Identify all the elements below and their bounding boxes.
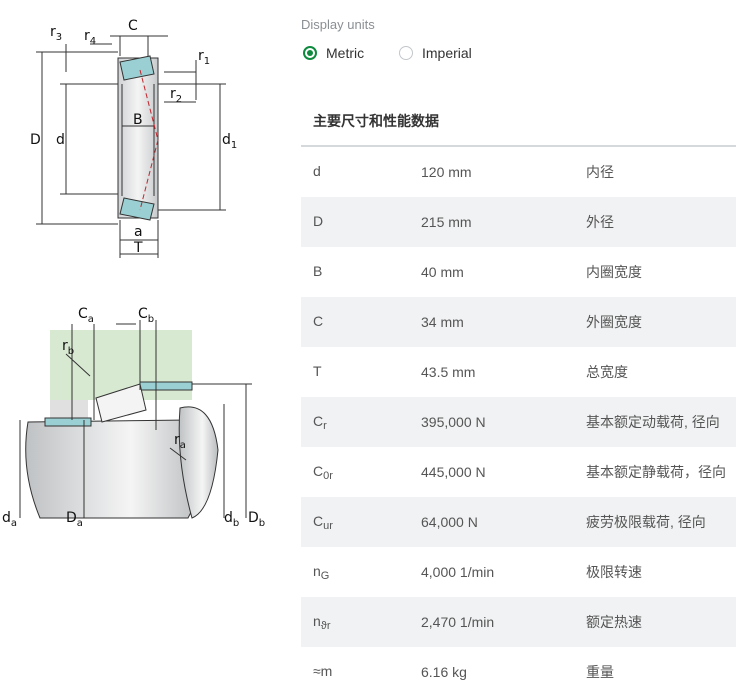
row-description: 内径 xyxy=(586,164,614,180)
row-value: 120 mm xyxy=(421,164,472,180)
table-row: Cur 64,000 N 疲劳极限载荷, 径向 xyxy=(301,497,736,547)
table-row: ≈m 6.16 kg 重量 xyxy=(301,647,736,697)
label-r3: r3 xyxy=(50,24,62,43)
label-Cb: Cb xyxy=(138,306,154,325)
bearing-diagrams: r3 r4 C r1 r2 D d B d1 a T xyxy=(0,0,300,685)
label-D: D xyxy=(30,132,41,148)
table-row: C 34 mm 外圈宽度 xyxy=(301,297,736,347)
label-r4: r4 xyxy=(84,28,96,47)
label-a: a xyxy=(134,224,143,240)
row-value: 395,000 N xyxy=(421,414,486,430)
row-symbol: Cur xyxy=(313,512,333,532)
label-db: db xyxy=(224,510,239,529)
row-symbol: nϑr xyxy=(313,612,331,632)
row-description: 额定热速 xyxy=(586,614,642,630)
row-symbol: C xyxy=(313,312,324,329)
row-description: 重量 xyxy=(586,664,614,680)
table-title: 主要尺寸和性能数据 xyxy=(313,113,439,129)
row-symbol: C0r xyxy=(313,462,333,482)
table-row: C0r 445,000 N 基本额定静载荷，径向 xyxy=(301,447,736,497)
row-value: 34 mm xyxy=(421,314,464,330)
label-C: C xyxy=(128,18,138,34)
table-row: Cr 395,000 N 基本额定动载荷, 径向 xyxy=(301,397,736,447)
display-units-title: Display units xyxy=(301,17,375,32)
row-description: 疲劳极限载荷, 径向 xyxy=(586,514,706,530)
row-symbol: d xyxy=(313,162,321,179)
radio-imperial-label: Imperial xyxy=(422,45,472,61)
row-description: 内圈宽度 xyxy=(586,264,642,280)
table-row: d 120 mm 内径 xyxy=(301,147,736,197)
row-symbol: D xyxy=(313,212,324,229)
table-row: B 40 mm 内圈宽度 xyxy=(301,247,736,297)
row-description: 极限转速 xyxy=(586,564,642,580)
row-value: 445,000 N xyxy=(421,464,486,480)
row-description: 总宽度 xyxy=(586,364,628,380)
radio-metric-label: Metric xyxy=(326,45,365,61)
row-description: 基本额定动载荷, 径向 xyxy=(586,414,720,430)
table-row: D 215 mm 外径 xyxy=(301,197,736,247)
product-data-panel: Display units Metric Imperial 主要尺寸和性能数据 … xyxy=(301,0,736,685)
radio-imperial[interactable]: Imperial xyxy=(399,45,472,61)
label-da: da xyxy=(2,510,17,529)
label-B: B xyxy=(133,112,143,128)
table-row: nG 4,000 1/min 极限转速 xyxy=(301,547,736,597)
row-symbol: nG xyxy=(313,562,330,582)
mounting-dimension-drawing: Ca Cb rb ra da Da db Db xyxy=(2,306,265,529)
row-description: 外径 xyxy=(586,214,614,230)
label-d: d xyxy=(56,132,65,148)
row-description: 外圈宽度 xyxy=(586,314,642,330)
label-Da: Da xyxy=(66,510,83,529)
row-value: 6.16 kg xyxy=(421,664,467,680)
row-symbol: B xyxy=(313,262,323,279)
label-r1: r1 xyxy=(198,48,210,67)
row-value: 4,000 1/min xyxy=(421,564,495,580)
row-value: 215 mm xyxy=(421,214,472,230)
table-row: nϑr 2,470 1/min 额定热速 xyxy=(301,597,736,647)
row-value: 43.5 mm xyxy=(421,364,476,380)
table-row: T 43.5 mm 总宽度 xyxy=(301,347,736,397)
radio-metric[interactable]: Metric xyxy=(303,45,364,61)
row-symbol: Cr xyxy=(313,412,327,432)
row-value: 64,000 N xyxy=(421,514,478,530)
bearing-dimension-drawing: r3 r4 C r1 r2 D d B d1 a T xyxy=(30,18,237,258)
row-symbol: ≈m xyxy=(313,662,333,679)
label-T: T xyxy=(133,240,143,256)
label-d1: d1 xyxy=(222,132,237,151)
row-value: 40 mm xyxy=(421,264,464,280)
radio-unchecked-icon xyxy=(399,46,413,60)
row-symbol: T xyxy=(313,362,322,379)
label-ra: ra xyxy=(174,432,186,451)
label-r2: r2 xyxy=(170,86,182,105)
dimension-table: d 120 mm 内径 D 215 mm 外径 B 40 mm 内圈宽度 C 3… xyxy=(301,147,736,697)
radio-checked-icon xyxy=(303,46,317,60)
table-divider xyxy=(301,145,736,147)
label-rb: rb xyxy=(62,338,74,357)
row-value: 2,470 1/min xyxy=(421,614,495,630)
label-Ca: Ca xyxy=(78,306,94,325)
label-Db: Db xyxy=(248,510,265,529)
row-description: 基本额定静载荷，径向 xyxy=(586,464,726,480)
